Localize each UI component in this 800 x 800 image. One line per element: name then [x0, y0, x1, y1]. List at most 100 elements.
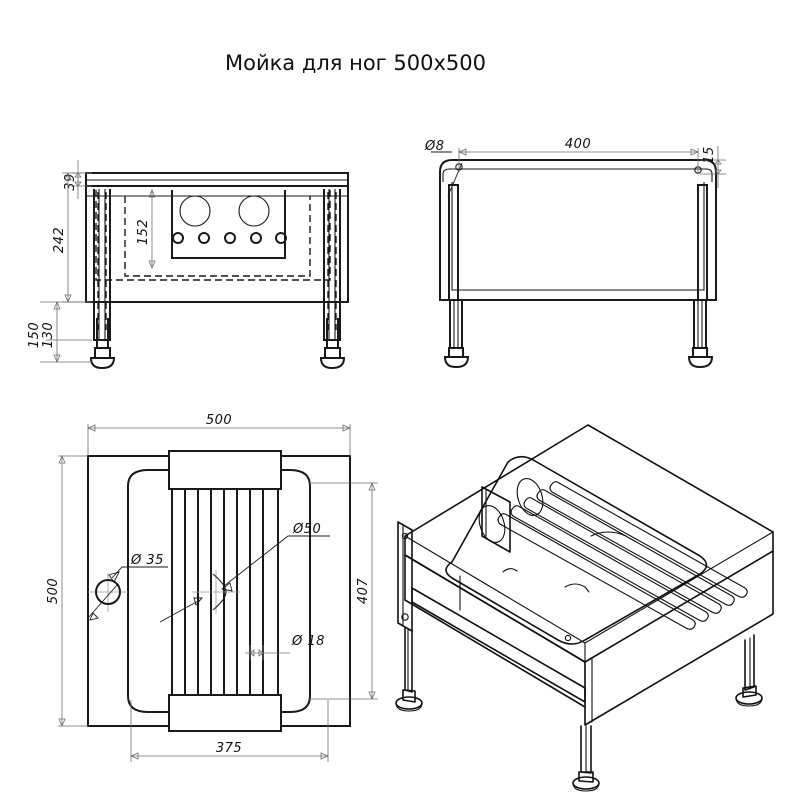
side-leg-left-edge [453, 300, 459, 348]
plan-insert-top [168, 450, 282, 490]
plan-hole-50 [192, 570, 240, 614]
dim-plan-407: 407 [308, 481, 378, 701]
plan-insert-top-fill [169, 451, 281, 489]
view-isometric [395, 424, 774, 792]
dim-d8: Ø8 [424, 139, 463, 197]
front-foot-right-base [319, 357, 346, 370]
iso-left-apron [404, 554, 586, 708]
front-leg-right-hidden [327, 192, 337, 330]
dim-plan-500-h: 500 [46, 454, 88, 728]
front-foot-left-base [89, 357, 116, 370]
page-title: Мойка для ног 500х500 [225, 51, 486, 75]
dim-15-text: 15 [702, 146, 717, 164]
iso-grate-bars [497, 481, 748, 630]
iso-foot-right-bottom [735, 697, 763, 707]
front-leg-left-edge [98, 189, 106, 340]
iso-splash-hole-2 [478, 505, 506, 543]
dim-plan-d18: Ø 18 [245, 634, 325, 660]
dim-152-text: 152 [136, 219, 151, 245]
dim-242-text: 242 [52, 227, 67, 253]
front-drain-hole-2 [238, 195, 270, 227]
iso-leg-left-nut [402, 689, 416, 703]
front-foot-right-nut [324, 347, 341, 359]
side-leg-right-edge [697, 300, 703, 348]
iso-leg-right-nut [742, 685, 757, 698]
front-small-hole-4 [250, 232, 262, 244]
dim-152: 152 [136, 188, 156, 270]
front-hidden-bowl [95, 190, 331, 281]
dim-plan-375-text: 375 [216, 741, 242, 756]
dim-plan-500-w-text: 500 [206, 413, 232, 428]
front-drain-hole-1 [179, 195, 211, 227]
front-small-hole-3 [224, 232, 236, 244]
side-leg-left-post [449, 300, 463, 349]
iso-leg-front [572, 725, 600, 792]
dim-d8-text: Ø8 [424, 139, 445, 154]
dim-15: 15 [700, 146, 726, 188]
side-leg-strap-right [697, 184, 708, 301]
side-body-inner [451, 182, 705, 291]
iso-leg-left [395, 627, 423, 712]
dim-plan-407-text: 407 [356, 578, 371, 605]
iso-bowl-drain-hint [564, 583, 590, 593]
dim-plan-d50: Ø50 [159, 522, 330, 623]
dim-plan-375: 375 [129, 700, 330, 762]
side-leg-right-post [693, 300, 707, 349]
view-plan: 500 500 407 375 [46, 413, 378, 762]
dim-150-130: 150 130 [27, 300, 92, 364]
plan-insert-bottom [168, 694, 282, 732]
iso-foot-right-base [735, 691, 763, 705]
front-body [85, 186, 349, 303]
front-small-hole-5 [275, 232, 287, 244]
iso-splash-hole-1 [516, 478, 544, 516]
iso-leg-right [735, 634, 763, 707]
front-leg-left-post [93, 189, 111, 341]
front-foot-left-nut [94, 347, 111, 359]
front-insert-panel [171, 190, 286, 259]
dim-400-text: 400 [565, 137, 591, 152]
front-leg-left-hidden [97, 192, 107, 330]
dim-plan-d35-text: Ø 35 [130, 553, 164, 568]
front-leg-right-edge [328, 189, 336, 340]
front-leg-right [319, 189, 346, 370]
plan-hole-50-arc [212, 573, 227, 611]
plan-bowl-outline [127, 469, 311, 713]
front-small-hole-1 [172, 232, 184, 244]
side-foot-right-base [687, 356, 714, 369]
dim-400: 400 [457, 137, 700, 174]
plan-hole-35 [88, 573, 128, 612]
iso-foot-left-bottom [395, 702, 423, 712]
side-leg-left [443, 300, 470, 369]
dim-150-text: 150 [27, 322, 42, 348]
front-leg-left [89, 189, 116, 370]
iso-foot-front-bottom [572, 782, 600, 792]
front-leg-right-post [323, 189, 341, 341]
plan-hole-35-circle [95, 579, 121, 605]
iso-cross-brace [411, 587, 586, 703]
side-top-rail [439, 159, 717, 182]
plan-grate-rails [171, 489, 279, 695]
iso-splash-panel [481, 486, 511, 553]
plan-insert-bottom-fill [169, 695, 281, 731]
front-small-hole-2 [198, 232, 210, 244]
iso-front-apron [584, 550, 774, 726]
iso-bowl-bottom-arc [590, 531, 627, 537]
iso-bowl-opening [445, 455, 708, 645]
iso-foot-front-base [572, 776, 600, 790]
dim-plan-500-h-text: 500 [46, 578, 61, 604]
side-foot-left-nut [448, 347, 464, 358]
dim-plan-d35: Ø 35 [87, 553, 168, 621]
dim-plan-d18-text: Ø 18 [291, 634, 325, 649]
front-hidden-inner [124, 196, 311, 277]
side-leg-strap-left [448, 184, 459, 301]
dim-130-text: 130 [41, 322, 56, 348]
iso-bowl-side-hint [502, 568, 518, 573]
iso-bracket-hole-top [401, 532, 409, 540]
side-foot-left-base [443, 356, 470, 369]
view-side: Ø8 400 15 [424, 137, 726, 369]
dim-plan-d50-text: Ø50 [292, 522, 321, 537]
iso-bracket-hole-bottom [401, 613, 409, 621]
iso-bracket-hole-front [564, 634, 572, 642]
